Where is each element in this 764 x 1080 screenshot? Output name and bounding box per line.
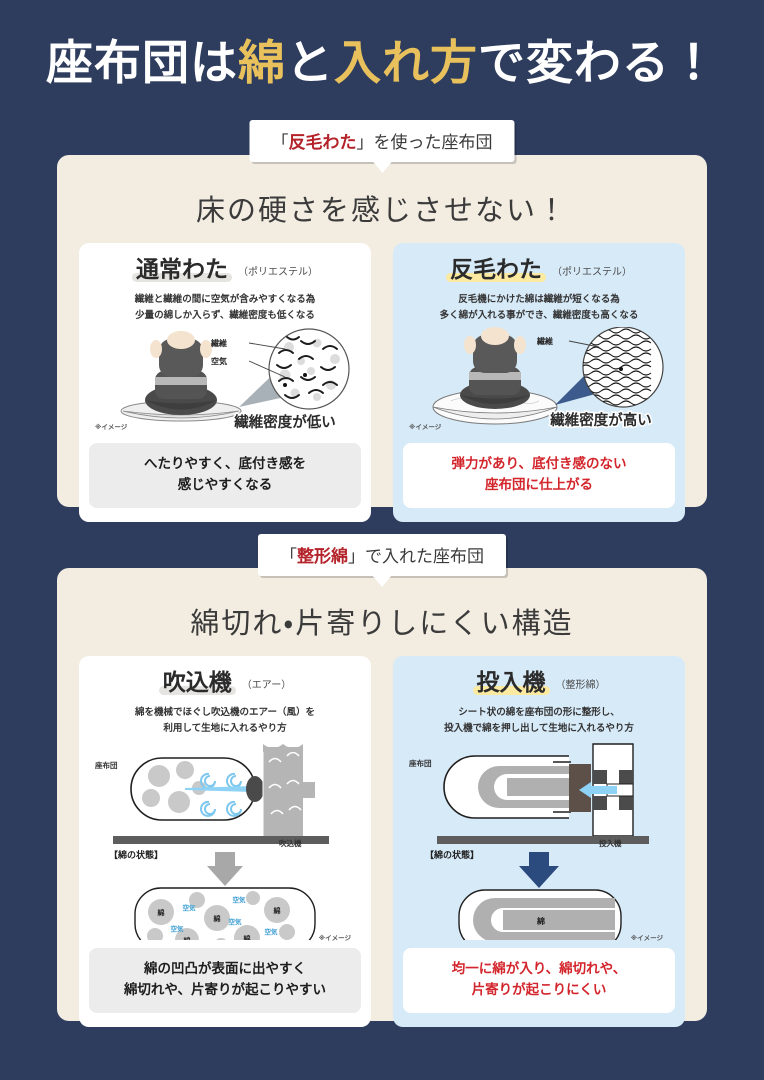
- card-title-text: 反毛わた: [450, 257, 542, 283]
- conclusion-blower-machine: 綿の凹凸が表面に出やすく 綿切れや、片寄りが起こりやすい: [89, 947, 361, 1013]
- badge-rest: で入れた座布団: [365, 547, 484, 567]
- svg-text:綿: 綿: [273, 906, 281, 915]
- label-cotton-state: 【綿の状態】: [109, 850, 164, 861]
- section-1-panel: 床の硬さを感じさせない！ 通常わた （ポリエステル） 繊維と繊維の間に空気が含みや…: [57, 155, 707, 522]
- label-fiber: 繊維: [211, 338, 227, 348]
- svg-text:綿: 綿: [157, 908, 165, 917]
- card-insertion-machine: 投入機 （整形綿） シート状の綿を座布団の形に整形し、 投入機で綿を押し出して生地…: [393, 656, 685, 1027]
- svg-text:空気: 空気: [171, 924, 185, 933]
- card-title-text: 通常わた: [136, 257, 228, 283]
- label-fiber: 繊維: [537, 336, 553, 346]
- section-2-heading: 綿切れ・片寄りしにくい構造: [190, 606, 574, 640]
- zoom-caption-low-density: 繊維密度が低い: [233, 413, 336, 431]
- normal-cotton-diagram: 繊維 空気 繊維密度が低い: [120, 328, 350, 432]
- desc-line-2: 多く綿が入れる事ができ、繊維密度も高くなる: [439, 309, 639, 321]
- desc-line-1: 綿を機械でほぐし吹込機のエアー（風）を: [135, 707, 315, 719]
- conclusion-line-1: へたりやすく、底付き感を: [144, 455, 306, 472]
- badge-quote-open: 「: [271, 133, 289, 153]
- svg-text:空気: 空気: [229, 917, 243, 926]
- conclusion-line-2: 片寄りが起こりにくい: [471, 981, 607, 998]
- desc-line-1: 繊維と繊維の間に空気が含みやすくなる為: [134, 294, 316, 306]
- section-2-badge: 「整形綿」で入れた座布団: [258, 534, 506, 576]
- insertion-process-svg: 綿: [437, 743, 649, 940]
- card-recycled-cotton: 反毛わた （ポリエステル） 反毛機にかけた綿は繊維が短くなる為 多く綿が入れる事が…: [393, 243, 685, 522]
- card-title-subtext: （整形綿）: [555, 680, 606, 691]
- label-cushion: 座布団: [95, 760, 118, 770]
- card-insertion-machine-desc: シート状の綿を座布団の形に整形し、 投入機で綿を押し出して生地に入れるやり方: [403, 705, 675, 735]
- section-1-cards: 通常わた （ポリエステル） 繊維と繊維の間に空気が含みやすくなる為 少量の綿しか入…: [57, 243, 707, 522]
- card-title-subtext: （ポリエステル）: [552, 267, 632, 278]
- svg-text:空気: 空気: [233, 895, 247, 904]
- illustration-recycled-cotton: 繊維 繊維密度が高い ※イメージ: [403, 326, 675, 435]
- label-cotton-state: 【綿の状態】: [425, 850, 480, 861]
- svg-text:綿: 綿: [183, 936, 191, 940]
- process-diagram-insertion: 綿 座布団 投入機 【綿の状態】 ※イメージ: [403, 740, 675, 942]
- conclusion-line-2: 座布団に仕上がる: [485, 476, 593, 493]
- section-2-cards: 吹込機 （エアー） 綿を機械でほぐし吹込機のエアー（風）を 利用して生地に入れるや…: [57, 656, 707, 1027]
- conclusion-line-2: 感じやすくなる: [177, 476, 273, 493]
- badge-quote-close: 」: [356, 133, 374, 153]
- conclusion-line-2: 綿切れや、片寄りが起こりやすい: [123, 981, 327, 998]
- image-note: ※イメージ: [630, 933, 663, 942]
- zoom-caption-high-density: 繊維密度が高い: [549, 411, 652, 429]
- conclusion-normal-cotton: へたりやすく、底付き感を 感じやすくなる: [89, 442, 361, 508]
- label-cotton-fill: 綿: [536, 916, 545, 926]
- badge-accent-hanmowata: 反毛わた: [288, 133, 357, 153]
- card-insertion-machine-title: 投入機 （整形綿）: [403, 670, 675, 696]
- image-note: ※イメージ: [318, 933, 351, 942]
- section-1-heading: 床の硬さを感じさせない！: [195, 193, 568, 227]
- badge-accent-seikeimen: 整形綿: [297, 547, 348, 567]
- svg-text:綿: 綿: [243, 934, 251, 940]
- card-title-subtext: （ポリエステル）: [238, 267, 318, 278]
- desc-line-1: 反毛機にかけた綿は繊維が短くなる為: [458, 294, 620, 306]
- badge-quote-close: 」: [348, 547, 365, 567]
- svg-text:空気: 空気: [265, 927, 279, 936]
- title-accent-method: 入れ方: [334, 36, 478, 91]
- card-blower-machine-title: 吹込機 （エアー）: [89, 670, 361, 696]
- section-1-badge: 「反毛わた」を使った座布団: [249, 120, 515, 162]
- conclusion-recycled-cotton: 弾力があり、底付き感のない 座布団に仕上がる: [403, 442, 675, 508]
- label-insertion-machine: 投入機: [599, 838, 622, 848]
- card-blower-machine: 吹込機 （エアー） 綿を機械でほぐし吹込機のエアー（風）を 利用して生地に入れるや…: [79, 656, 371, 1027]
- badge-rest: を使った座布団: [373, 133, 493, 153]
- section-2-panel: 綿切れ・片寄りしにくい構造 吹込機 （エアー） 綿を機械でほぐし吹込機のエアー（風…: [57, 568, 707, 1027]
- label-cushion: 座布団: [409, 758, 432, 768]
- label-air: 空気: [211, 356, 227, 366]
- card-recycled-cotton-title: 反毛わた （ポリエステル）: [403, 257, 675, 283]
- badge-quote-open: 「: [280, 547, 297, 567]
- svg-text:空気: 空気: [183, 903, 197, 912]
- image-note: ※イメージ: [95, 422, 128, 431]
- card-normal-cotton-title: 通常わた （ポリエステル）: [89, 257, 361, 283]
- card-title-subtext: （エアー）: [241, 680, 292, 691]
- page-title: 座布団は綿と入れ方で変わる！: [0, 38, 764, 90]
- image-note: ※イメージ: [409, 422, 442, 431]
- conclusion-line-1: 均一に綿が入り、綿切れや、: [451, 960, 627, 977]
- desc-line-2: 利用して生地に入れるやり方: [163, 722, 287, 734]
- card-blower-machine-desc: 綿を機械でほぐし吹込機のエアー（風）を 利用して生地に入れるやり方: [89, 705, 361, 735]
- conclusion-line-1: 綿の凹凸が表面に出やすく: [144, 960, 306, 977]
- title-segment-2: と: [286, 36, 334, 91]
- card-recycled-cotton-desc: 反毛機にかけた綿は繊維が短くなる為 多く綿が入れる事ができ、繊維密度も高くなる: [403, 292, 675, 322]
- conclusion-line-1: 弾力があり、底付き感のない: [451, 455, 627, 472]
- label-blower-machine: 吹込機: [279, 838, 302, 848]
- desc-line-2: 少量の綿しか入らず、繊維密度も低くなる: [135, 309, 315, 321]
- card-title-text: 吹込機: [162, 670, 232, 696]
- illustration-normal-cotton: 繊維 空気 繊維密度が低い ※イメージ: [89, 327, 361, 435]
- card-title-text: 投入機: [476, 670, 546, 696]
- card-normal-cotton: 通常わた （ポリエステル） 繊維と繊維の間に空気が含みやすくなる為 少量の綿しか入…: [79, 243, 371, 522]
- title-segment-3: で変わる！: [478, 36, 718, 91]
- card-normal-cotton-desc: 繊維と繊維の間に空気が含みやすくなる為 少量の綿しか入らず、繊維密度も低くなる: [89, 292, 361, 322]
- recycled-cotton-diagram: 繊維 繊維密度が高い: [432, 326, 664, 430]
- desc-line-2: 投入機で綿を押し出して生地に入れるやり方: [444, 722, 634, 734]
- svg-text:綿: 綿: [213, 914, 221, 923]
- desc-line-1: シート状の綿を座布団の形に整形し、: [458, 707, 620, 719]
- title-accent-cotton: 綿: [238, 36, 286, 91]
- title-segment-1: 座布団は: [46, 36, 238, 91]
- conclusion-insertion-machine: 均一に綿が入り、綿切れや、 片寄りが起こりにくい: [403, 947, 675, 1013]
